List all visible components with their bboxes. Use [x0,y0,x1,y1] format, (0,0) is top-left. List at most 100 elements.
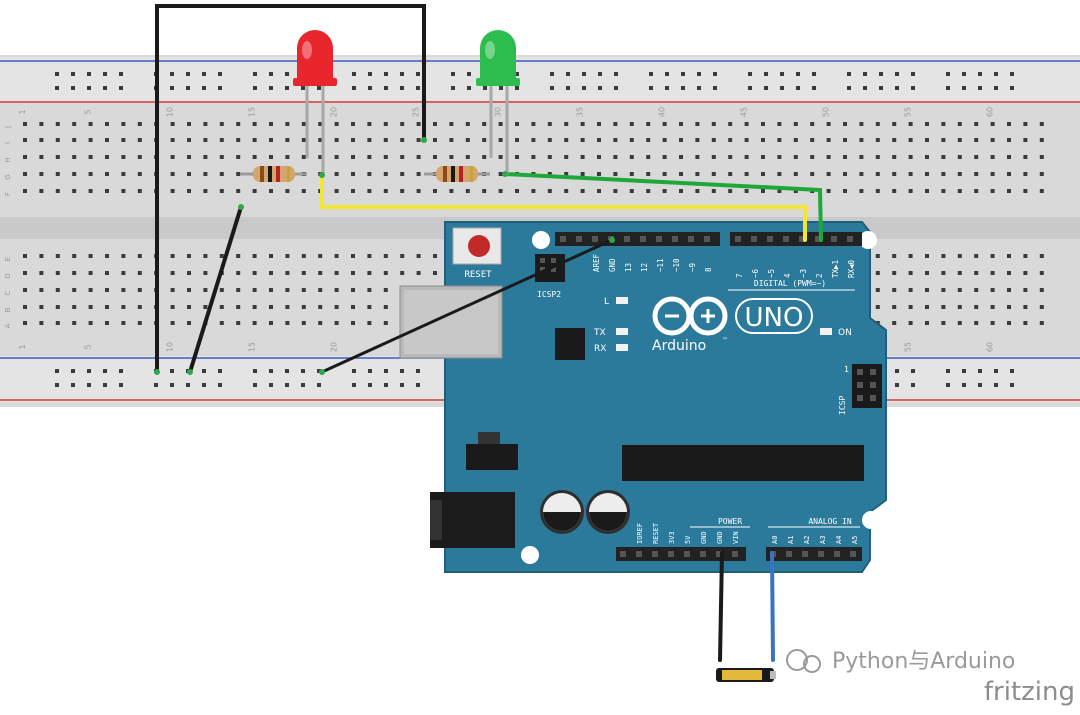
hole [416,254,421,258]
header-pin[interactable] [751,236,757,242]
header-pin[interactable] [656,236,662,242]
hole [925,189,929,193]
hole [285,305,290,309]
rail-hole [55,369,59,373]
hole [990,305,995,309]
led-green[interactable] [476,30,520,175]
pin-label: GND [608,258,617,272]
row-letter: G [4,174,12,179]
header-pin[interactable] [767,236,773,242]
header-pin[interactable] [732,551,738,557]
row-letter: J [4,126,12,129]
rail-hole [978,383,982,387]
hole [236,122,241,126]
hole [105,122,109,126]
resistor-2[interactable] [424,166,490,182]
rail-hole [812,72,816,76]
wire-green-green-led-to-pin2[interactable] [503,172,823,242]
header-pin[interactable] [652,551,658,557]
hole [843,138,847,142]
rail-hole [994,383,998,387]
hole [1007,254,1011,258]
hole [908,305,913,309]
hole [187,155,191,159]
header-pin[interactable] [624,236,630,242]
hole [187,271,191,275]
header-pin[interactable] [640,236,646,242]
hole [1039,189,1044,193]
header-pin[interactable] [735,236,741,242]
hole [55,321,60,325]
hole [334,271,339,275]
wire-black-gnd-to-rail[interactable] [320,238,614,374]
wire-black-gnd-to-battery[interactable] [718,551,724,662]
hole [875,172,880,176]
resistor-1[interactable] [240,166,307,182]
hole [203,254,208,258]
hole [416,138,421,142]
hole [974,122,979,126]
hole [728,155,733,159]
hole [121,138,126,142]
column-number: 45 [740,107,749,117]
model-label: UNO [745,303,804,333]
battery[interactable] [716,668,776,682]
hole [55,172,60,176]
rail-hole [416,72,420,76]
header-pin[interactable] [850,551,856,557]
wire-black-resistor-to-gnd[interactable] [188,205,243,374]
rail-hole [368,72,372,76]
header-pin[interactable] [799,236,805,242]
header-pin[interactable] [636,551,642,557]
hole [137,172,142,176]
wire-yellow-red-led-to-pin3[interactable] [320,173,807,242]
icsp-pin1-label: 1 [844,365,849,374]
header-pin[interactable] [716,551,722,557]
reset-button[interactable] [452,227,502,265]
hole [252,321,257,325]
wire-black-top-loop[interactable] [155,4,426,374]
hole [39,138,44,142]
digital-header-right [730,232,862,246]
hole [580,155,585,159]
hole [433,155,437,159]
header-pin[interactable] [700,551,706,557]
hole [990,138,995,142]
rail-hole [253,369,257,373]
led-red[interactable] [293,30,337,175]
header-pin[interactable] [831,236,837,242]
hole [137,271,142,275]
hole [285,288,290,292]
header-pin[interactable] [834,551,840,557]
header-pin[interactable] [668,551,674,557]
hole [629,172,634,176]
header-pin[interactable] [815,236,821,242]
header-pin[interactable] [688,236,694,242]
hole [236,189,241,193]
header-pin[interactable] [802,551,808,557]
header-pin[interactable] [560,236,566,242]
icsp-label: ICSP [838,396,847,415]
header-pin[interactable] [592,236,598,242]
hole [547,155,552,159]
hole [318,288,323,292]
rail-hole [55,86,59,90]
hole [613,189,618,193]
pin-label: A0 [771,536,779,544]
header-pin[interactable] [576,236,582,242]
hole [383,189,388,193]
header-pin[interactable] [684,551,690,557]
rail-hole [550,86,554,90]
header-pin[interactable] [672,236,678,242]
header-pin[interactable] [847,236,853,242]
header-pin[interactable] [818,551,824,557]
header-pin[interactable] [704,236,710,242]
wire-blue-a0-to-battery[interactable] [770,551,775,662]
header-pin[interactable] [783,236,789,242]
pin-label: A5 [851,536,859,544]
hole [646,155,651,159]
pin-label: ~5 [767,269,776,278]
hole [925,138,929,142]
header-pin[interactable] [786,551,792,557]
header-pin[interactable] [620,551,626,557]
